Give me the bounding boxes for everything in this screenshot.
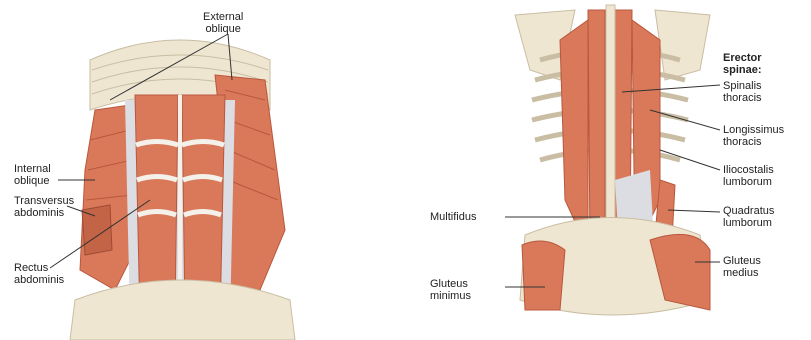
label-spinalis-thoracis: Spinalis thoracis bbox=[723, 80, 762, 104]
label-internal-oblique: Internal oblique bbox=[14, 163, 51, 187]
label-iliocostalis-lumborum: Iliocostalis lumborum bbox=[723, 164, 774, 188]
label-erector-spinae: Erector spinae: bbox=[723, 52, 762, 76]
label-multifidus: Multifidus bbox=[430, 211, 476, 223]
label-quadratus-lumborum: Quadratus lumborum bbox=[723, 205, 774, 229]
label-gluteus-minimus: Gluteus minimus bbox=[430, 278, 471, 302]
pelvis-bone bbox=[70, 280, 295, 340]
abdominal-muscles-illustration: External oblique Internal oblique Transv… bbox=[0, 0, 400, 340]
label-rectus-abdominis: Rectus abdominis bbox=[14, 262, 64, 286]
right-scapula bbox=[655, 10, 710, 80]
label-gluteus-medius: Gluteus medius bbox=[723, 255, 761, 279]
gluteus-minimus-muscle bbox=[522, 241, 565, 310]
back-muscles-illustration: Erector spinae: Spinalis thoracis Longis… bbox=[410, 0, 811, 340]
label-transversus-abdominis: Transversus abdominis bbox=[14, 195, 74, 219]
label-external-oblique: External oblique bbox=[203, 11, 243, 35]
abdominal-muscles-figure bbox=[0, 0, 400, 340]
label-longissimus-thoracis: Longissimus thoracis bbox=[723, 124, 784, 148]
